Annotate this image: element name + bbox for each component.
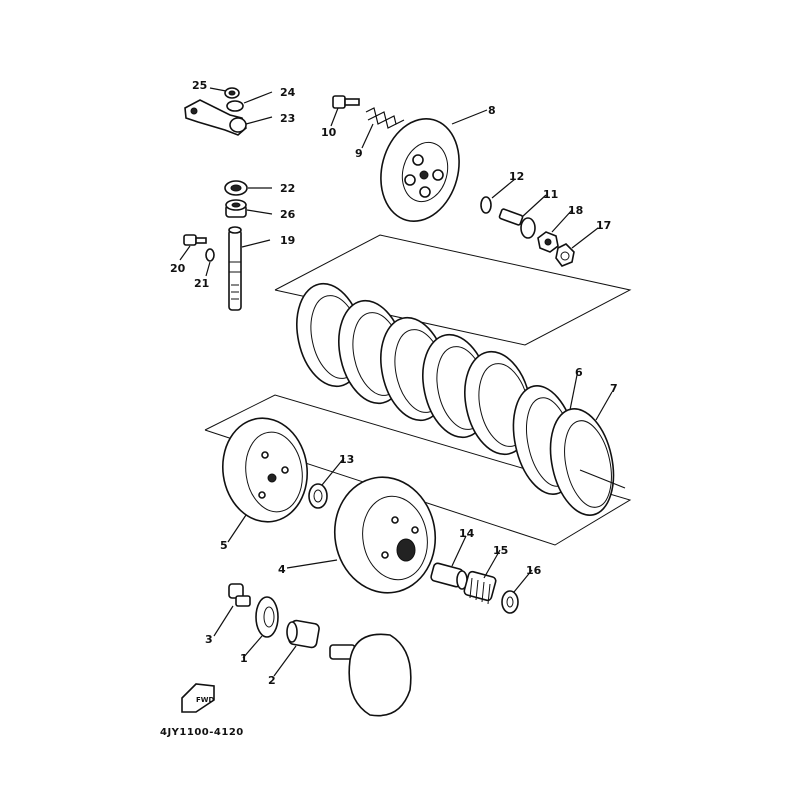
- callout-16: 16: [526, 564, 542, 577]
- part-11-push-rod: [498, 208, 536, 239]
- part-26-bearing: [225, 199, 247, 218]
- callout-9: 9: [355, 147, 363, 160]
- callout-5: 5: [220, 539, 228, 552]
- fwd-arrow-icon: FWD: [181, 683, 215, 713]
- callout-4: 4: [278, 563, 286, 576]
- plate-7-steel: [549, 408, 626, 516]
- diagram-code: 4JY1100-4120: [160, 727, 244, 738]
- callout-12: 12: [509, 170, 524, 183]
- part-23-lever: [184, 99, 247, 136]
- part-19-push-lever-shaft: [228, 226, 242, 311]
- part-3-bolt: [228, 583, 251, 607]
- plate-pack-frame: [274, 234, 632, 346]
- part-5-primary-driven-gear: [221, 417, 309, 523]
- drive-drum: [329, 633, 412, 717]
- callout-18: 18: [568, 204, 583, 217]
- callout-15: 15: [493, 544, 508, 557]
- part-15-needle-bearing: [463, 570, 497, 605]
- callout-26: 26: [280, 208, 296, 221]
- part-2-collar: [286, 619, 320, 649]
- callout-13: 13: [339, 453, 354, 466]
- callout-24: 24: [280, 86, 296, 99]
- part-22-oil-seal: [224, 180, 248, 196]
- fwd-label: FWD: [196, 696, 215, 704]
- lower-assembly-frame: [204, 394, 632, 546]
- callout-21: 21: [194, 277, 209, 290]
- callout-11: 11: [543, 188, 558, 201]
- part-12-ring: [480, 196, 492, 214]
- callout-2: 2: [268, 674, 276, 687]
- part-21-washer: [205, 248, 215, 262]
- part-10-bolt: [332, 95, 360, 109]
- callout-20: 20: [170, 262, 186, 275]
- callout-6: 6: [575, 366, 583, 379]
- callout-22: 22: [280, 182, 295, 195]
- callout-3: 3: [205, 633, 213, 646]
- callout-10: 10: [321, 126, 337, 139]
- part-20-bolt: [183, 234, 207, 246]
- friction-and-steel-plates: [296, 282, 626, 516]
- callout-7: 7: [610, 382, 618, 395]
- part-16-washer: [501, 590, 519, 614]
- callout-8: 8: [488, 104, 496, 117]
- callout-17: 17: [596, 219, 611, 232]
- callout-25: 25: [192, 79, 207, 92]
- part-17-lock-washer: [555, 243, 575, 267]
- part-14-collar: [430, 562, 468, 590]
- leader-lines: [179, 87, 613, 677]
- part-25-nut: [224, 87, 240, 99]
- part-24-washer: [226, 100, 244, 112]
- part-4-clutch-housing: [333, 476, 437, 594]
- part-18-nut: [537, 231, 559, 253]
- part-9-spring: [365, 107, 405, 129]
- part-13-thrust-washer: [308, 483, 328, 509]
- part-8-pressure-plate: [380, 118, 460, 222]
- callout-19: 19: [280, 234, 295, 247]
- callout-14: 14: [459, 527, 475, 540]
- callout-labels: 1 2 3 4 5 6 7 8 9 10 11 12 13 14 15 16 1…: [170, 79, 618, 687]
- callout-23: 23: [280, 112, 295, 125]
- part-1-gear: [255, 596, 279, 638]
- callout-1: 1: [240, 652, 248, 665]
